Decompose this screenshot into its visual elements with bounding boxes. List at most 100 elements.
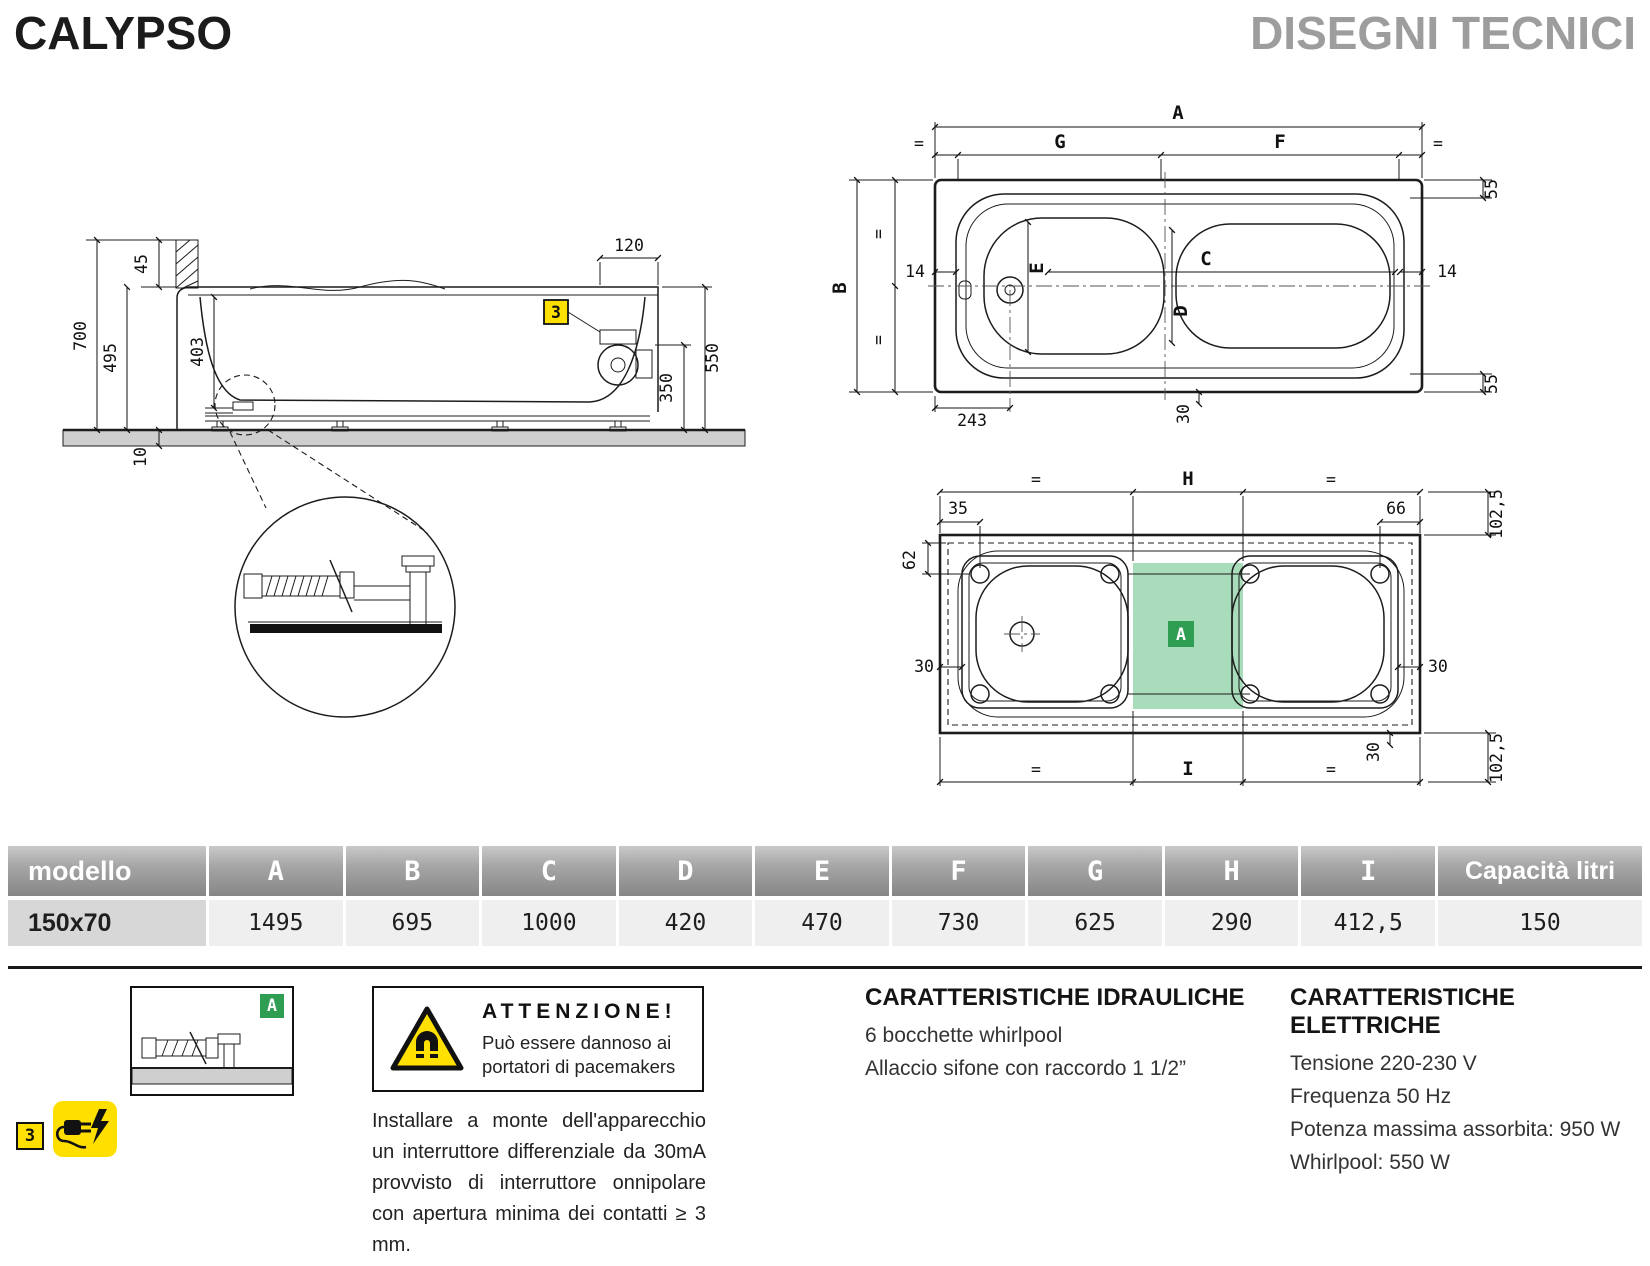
dim-120: 120 [614,236,644,255]
dim-eq-h-right: = [1326,470,1336,489]
dim-102-bottom: 102,5 [1487,733,1506,783]
installation-view-drawing: A = H = 35 66 1 [900,468,1506,786]
support-frame [961,555,1399,709]
col-header-a: A [209,846,343,896]
dim-66: 66 [1386,499,1406,518]
dim-eq-left-upper: = [869,229,888,239]
cell-g: 625 [1028,900,1162,946]
side-view-dimensions: 120 45 700 495 403 550 350 10 [71,236,722,467]
dim-45: 45 [132,254,151,274]
cell-a: 1495 [209,900,343,946]
col-header-g: G [1028,846,1162,896]
dim-55-bottom: 55 [1482,374,1501,394]
dim-30-left: 30 [914,657,934,676]
hydraulics-line-1: 6 bocchette whirlpool [865,1024,1063,1047]
dim-E: E [1026,262,1048,273]
drain-fitting [205,401,254,414]
dim-30-right: 30 [1428,657,1448,676]
siphon-detail [234,496,456,718]
magnet-warning-icon [390,1006,464,1071]
dim-350: 350 [657,373,676,403]
frame-legs [211,420,627,432]
cell-d: 420 [618,900,753,946]
wall-section [175,239,199,289]
dim-eq-h-left: = [1031,470,1041,489]
electrics-title: CARATTERISTICHE ELETTRICHE [1290,984,1515,1039]
col-header-h: H [1164,846,1299,896]
badge-a-pictogram-label: A [267,996,277,1015]
badge-3-label: 3 [551,303,561,322]
detail-callout-circle [214,374,276,436]
dim-62: 62 [900,550,919,570]
dim-H: H [1182,468,1193,490]
electrics-line-4: Whirlpool: 550 W [1290,1151,1450,1174]
col-header-modello: modello [8,846,206,896]
warning-line-2: portatori di pacemakers [482,1055,676,1077]
hydraulics-title: CARATTERISTICHE IDRAULICHE [865,984,1245,1011]
badge-a-marker [1168,621,1194,647]
col-header-b: B [345,846,480,896]
col-header-c: C [482,846,616,896]
cell-e: 470 [755,900,889,946]
col-header-e: E [755,846,889,896]
dim-30-bottom: 30 [1364,742,1383,762]
electrics-line-2: Frequenza 50 Hz [1290,1085,1452,1108]
dim-eq-top-left: = [914,134,924,153]
pacemaker-warning-box: ATTENZIONE! Può essere dannoso ai portat… [372,986,704,1092]
dim-14-left: 14 [905,262,925,281]
dim-10: 10 [131,447,150,467]
cell-i: 412,5 [1301,900,1435,946]
dim-eq-i-right: = [1326,760,1336,779]
dim-G: G [1054,131,1065,153]
overflow-top-view [958,280,972,300]
siphon-pictogram-drawing: A [131,994,293,1085]
top-view-dimensions: A = G F = B = = [829,102,1501,430]
electrics-line-3: Potenza massima assorbita: 950 W [1290,1118,1621,1141]
table-row: 150x70 1495 695 1000 420 470 730 625 290… [8,900,1642,946]
electrics-line-1: Tensione 220-230 V [1290,1052,1477,1075]
dim-F: F [1274,131,1285,153]
badge-a-label: A [1176,625,1186,644]
dim-D: D [1170,305,1192,316]
dim-C: C [1200,248,1211,270]
cell-model: 150x70 [8,900,206,946]
cell-f: 730 [891,900,1026,946]
section-divider [8,966,1642,969]
page-subtitle: DISEGNI TECNICI [1250,7,1636,59]
cell-b: 695 [345,900,480,946]
cell-c: 1000 [482,900,616,946]
dim-55-top: 55 [1482,179,1501,199]
installation-dimensions: = H = 35 66 102,5 62 30 [900,468,1506,786]
top-view-drawing: A = G F = B = = [829,102,1501,430]
dim-B: B [829,282,851,293]
side-view-drawing: 3 [62,236,746,718]
badge-3-marker [543,299,569,325]
installation-note: Installare a monte dell'apparecchio un i… [372,1110,706,1256]
dim-700: 700 [71,321,90,351]
dim-30-topview: 30 [1174,404,1193,424]
technical-drawings: 3 [62,102,1506,786]
dim-550: 550 [703,343,722,373]
electrical-plug-icon [53,1101,117,1157]
col-header-f: F [891,846,1026,896]
dim-35: 35 [948,499,968,518]
hydraulics-line-2: Allaccio sifone con raccordo 1 1/2” [865,1057,1186,1080]
dim-495: 495 [101,343,120,373]
dim-I: I [1182,758,1193,780]
dim-403: 403 [188,337,207,367]
cell-h: 290 [1164,900,1299,946]
cell-capacita: 150 [1438,900,1642,946]
spec-table: modello A B C D E F G H I Capacità litri… [8,846,1642,946]
dim-14-right: 14 [1437,262,1457,281]
siphon-pictogram: A [130,986,294,1096]
whirlpool-pump [597,329,653,386]
warning-title: ATTENZIONE! [482,999,677,1023]
dim-102-top: 102,5 [1487,489,1506,539]
dim-eq-left-lower: = [869,335,888,345]
badge-3-footer: 3 [16,1122,44,1150]
dim-A: A [1172,102,1184,124]
page-title: CALYPSO [14,7,233,59]
dim-eq-top-right: = [1433,134,1443,153]
electrical-characteristics: CARATTERISTICHE ELETTRICHE Tensione 220-… [1290,984,1640,1184]
warning-line-1: Può essere dannoso ai [482,1031,672,1053]
